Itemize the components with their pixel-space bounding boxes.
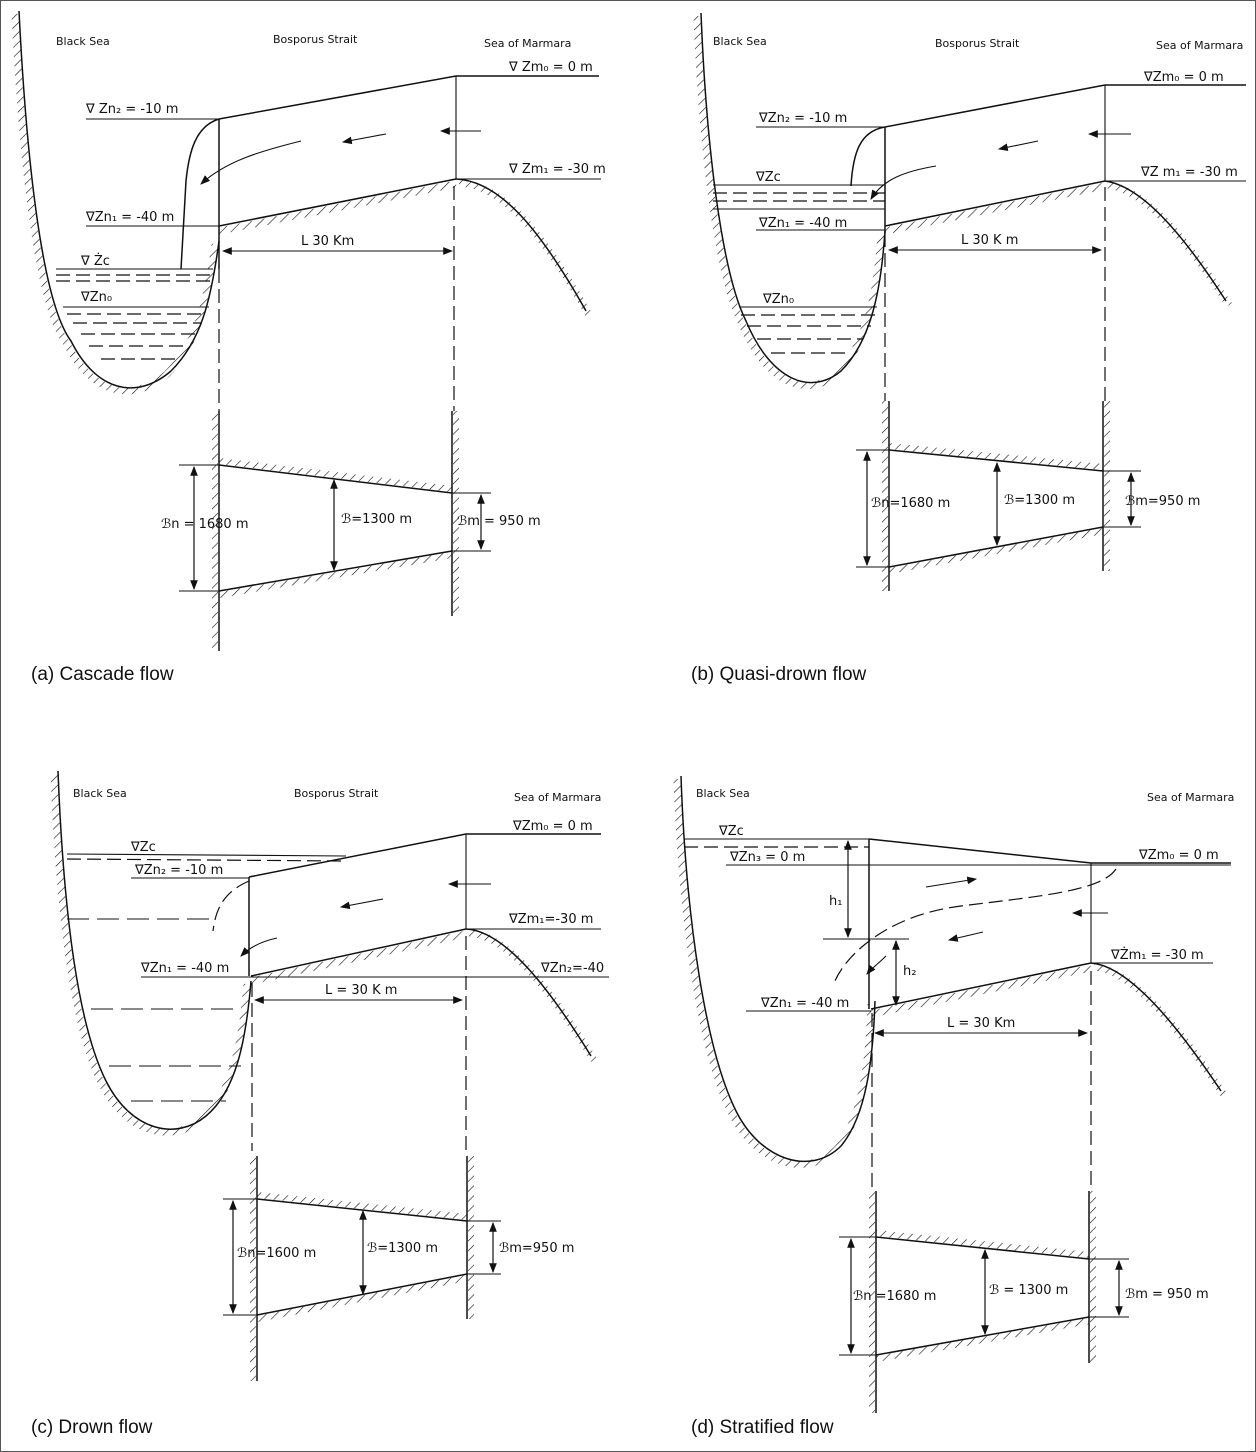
label-zc: ∇ Żc (80, 253, 110, 269)
label-zn2b: ∇Zn₂=-40 (540, 961, 604, 976)
marmara-seabed (465, 928, 592, 1057)
black-sea-basin (57, 770, 252, 1130)
panel-a-caption: (a) Cascade flow (31, 664, 174, 685)
label-bm: ℬm = 950 m (1125, 1287, 1209, 1302)
flow-arrow (925, 876, 978, 888)
plan-bank-bottom (256, 1273, 468, 1316)
label-zm0: ∇Zm₀ = 0 m (1138, 848, 1219, 863)
flow-arrow (870, 165, 937, 200)
fall-curve (850, 126, 886, 187)
label-zn0: ∇Zn₀ (762, 292, 794, 307)
flow-arrow (200, 140, 302, 185)
label-zn1: ∇Zn₁ = -40 m (140, 961, 229, 976)
label-zn2: ∇ Zn₂ = -10 m (85, 102, 178, 117)
label-sea-of-marmara: Sea of Marmara (484, 37, 571, 50)
strait-bottom (250, 928, 467, 977)
plan-bank-bottom (875, 1316, 1090, 1356)
flow-arrow (947, 931, 984, 942)
label-b: ℬ=1300 m (1004, 493, 1075, 508)
black-sea-basin (700, 12, 886, 384)
panel-c: Black Sea Bosporus Strait Sea of Marmara… (31, 770, 609, 1438)
label-sea-of-marmara: Sea of Marmara (514, 791, 601, 804)
label-length: L = 30 Km (947, 1016, 1015, 1031)
plan-bank-top (888, 449, 1104, 472)
label-zm1: ∇Z m₁ = -30 m (1140, 165, 1238, 180)
plan-bank-bottom (218, 550, 453, 592)
label-bm: ℬm=950 m (1125, 494, 1200, 509)
flow-arrow (240, 937, 278, 957)
plan-bank-top (256, 1198, 468, 1222)
label-b: ℬ=1300 m (341, 512, 412, 527)
flow-arrow (341, 133, 387, 145)
black-sea-basin (680, 775, 876, 1162)
label-zm1: ∇ Zm₁ = -30 m (508, 162, 606, 177)
marmara-seabed (1090, 962, 1222, 1092)
label-zn0: ∇Zn₀ (80, 290, 112, 305)
flow-arrow (339, 898, 384, 910)
label-zm0: ∇Zm₀ = 0 m (1143, 70, 1224, 85)
label-length: L = 30 K m (325, 983, 397, 998)
flow-arrow (866, 955, 887, 975)
panel-d: Black Sea Sea of Marmara ∇Zc ∇Zn₃ = 0 m … (673, 775, 1234, 1438)
label-zc: ∇Zc (755, 170, 781, 185)
label-black-sea: Black Sea (73, 787, 127, 800)
label-bn: ℬn=1680 m (871, 496, 950, 511)
label-zn1: ∇Zn₁ = -40 m (758, 216, 847, 231)
label-h1: h₁ (829, 894, 842, 909)
label-zc: ∇Zc (718, 824, 744, 839)
black-sea-basin (18, 10, 220, 389)
label-zm0: ∇ Zm₀ = 0 m (508, 60, 593, 75)
strait-bottom (218, 178, 457, 227)
interface-line (832, 868, 1117, 987)
label-bn: ℬn=1600 m (237, 1246, 316, 1261)
label-zn3: ∇Zn₃ = 0 m (729, 850, 805, 865)
marmara-seabed (1104, 180, 1227, 302)
strait-water-surface (884, 84, 1106, 128)
label-zm1: ∇Zm₁=-30 m (508, 912, 593, 927)
plan-bank-bottom (888, 526, 1104, 568)
panel-b-caption: (b) Quasi-drown flow (691, 664, 867, 685)
strait-bottom (870, 962, 1092, 1010)
label-bn: ℬn =1680 m (853, 1289, 936, 1304)
marmara-seabed (455, 178, 587, 312)
label-length: L 30 K m (961, 233, 1018, 248)
label-bosporus-strait: Bosporus Strait (294, 787, 379, 800)
label-bosporus-strait: Bosporus Strait (273, 33, 358, 46)
label-black-sea: Black Sea (56, 35, 110, 48)
label-black-sea: Black Sea (713, 35, 767, 48)
strait-water-surface (248, 833, 467, 878)
label-bn: ℬn = 1680 m (161, 517, 249, 532)
label-bm: ℬm = 950 m (457, 514, 541, 529)
label-bosporus-strait: Bosporus Strait (935, 37, 1020, 50)
plan-bank-top (218, 464, 453, 494)
panel-d-caption: (d) Stratified flow (691, 1417, 834, 1438)
label-h2: h₂ (903, 964, 916, 979)
label-zc: ∇Zc (130, 840, 156, 855)
label-bm: ℬm=950 m (499, 1241, 574, 1256)
flow-arrow (997, 140, 1039, 152)
label-black-sea: Black Sea (696, 787, 750, 800)
label-sea-of-marmara: Sea of Marmara (1156, 39, 1243, 52)
panel-b: Black Sea Bosporus Strait Sea of Marmara… (691, 12, 1246, 685)
panel-a: Black Sea Bosporus Strait Sea of Marmara… (11, 10, 606, 685)
label-b: ℬ=1300 m (367, 1241, 438, 1256)
label-zn2: ∇Zn₂ = -10 m (134, 863, 223, 878)
cascade-fall (180, 118, 220, 270)
label-zn1: ∇Zn₁ = -40 m (760, 996, 849, 1011)
label-zn1: ∇Zn₁ = -40 m (85, 210, 174, 225)
strait-water-surface (218, 75, 457, 120)
label-zm1: ∇Żm₁ = -30 m (1110, 947, 1204, 963)
strait-bottom (884, 180, 1106, 227)
plan-bank-top (875, 1236, 1090, 1260)
label-sea-of-marmara: Sea of Marmara (1147, 791, 1234, 804)
label-zn2: ∇Zn₂ = -10 m (758, 111, 847, 126)
panel-c-caption: (c) Drown flow (31, 1417, 153, 1438)
basin-hatching (11, 13, 219, 395)
strait-water-surface (868, 838, 1092, 864)
label-length: L 30 Km (301, 234, 354, 249)
label-zm0: ∇Zm₀ = 0 m (512, 819, 593, 834)
label-b: ℬ = 1300 m (989, 1283, 1068, 1298)
